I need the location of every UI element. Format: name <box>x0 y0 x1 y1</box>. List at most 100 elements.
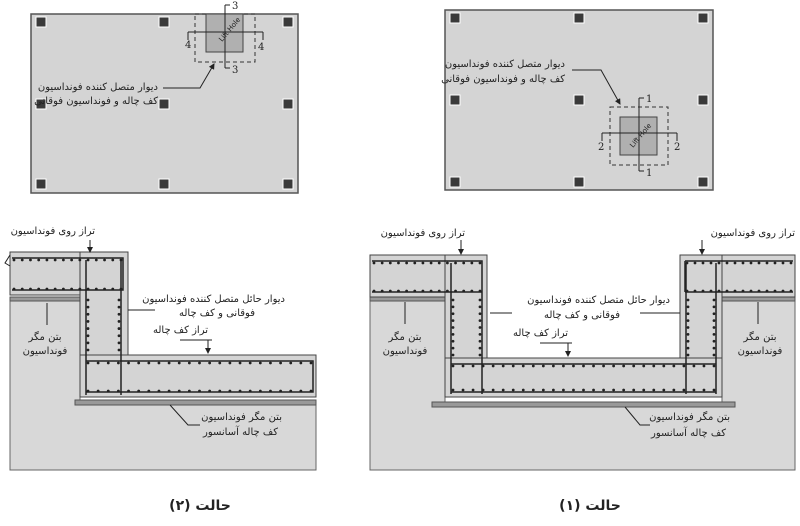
rebar-dot <box>622 388 626 392</box>
rebar-dot <box>157 361 161 365</box>
rebar-dot <box>451 332 455 336</box>
column-icon <box>282 16 294 28</box>
rebar-dot <box>70 287 74 291</box>
pit-lean-label2: کف چاله آسانسور <box>202 425 278 438</box>
lean-left-label1: بتن مگر <box>388 331 422 343</box>
section-case2: تراز روی فونداسیون دیوار حائل متصل کننده… <box>4 226 317 471</box>
rebar-dot <box>451 319 455 323</box>
rebar-dots <box>372 261 793 392</box>
rebar-dot <box>86 320 90 323</box>
rebar-dot <box>117 341 121 345</box>
rebar-dot <box>789 289 793 293</box>
rebar-dot <box>478 339 482 343</box>
rebar-dot <box>248 361 252 365</box>
rebar-dot <box>478 353 482 357</box>
rebar-dot <box>562 364 565 368</box>
section-label-1-bottom: 1 <box>646 168 652 179</box>
rebar-dot <box>29 287 32 291</box>
wall-label-line2: فوقانی و کف چاله <box>179 308 255 319</box>
rebar-dot <box>137 361 141 365</box>
rebar-dot <box>612 364 616 368</box>
rebar-dot <box>461 388 465 392</box>
rebar-dot <box>757 261 761 265</box>
lean-right-label2: فونداسیون <box>738 346 783 357</box>
caption-case2: حالت (۲) <box>169 498 231 514</box>
rebar-dot <box>551 364 555 368</box>
rebar-dot <box>405 261 409 265</box>
rebar-dot <box>388 289 392 293</box>
rebar-dot <box>372 289 376 293</box>
rebar-dot <box>478 332 482 336</box>
rebar-dot <box>228 361 232 365</box>
rebar-dot <box>481 364 485 368</box>
rebar-dot <box>781 289 785 293</box>
rebar-dot <box>380 289 384 293</box>
rebar-dot <box>662 388 666 392</box>
rebar-dot <box>541 388 545 392</box>
rebar-dot <box>709 261 713 265</box>
column-icon <box>573 12 585 24</box>
rebar-dot <box>289 389 293 393</box>
rebar-dot <box>269 361 272 365</box>
rebar-dot <box>701 289 705 293</box>
rebar-dot <box>682 364 686 368</box>
rebar-dot <box>61 258 65 262</box>
rebar-dot <box>86 258 90 262</box>
rebar-dot <box>198 389 201 393</box>
rebar-dot <box>717 261 721 265</box>
rebar-dot <box>592 364 595 368</box>
rebar-dot <box>481 388 485 392</box>
section-label-3-bottom: 3 <box>232 65 238 76</box>
rebar-dot <box>397 289 400 293</box>
rebar-dot <box>712 339 716 343</box>
rebar-dot <box>117 348 121 352</box>
rebar-dot <box>686 319 690 323</box>
rebar-dot <box>725 261 729 265</box>
callout-wall-line1: دیوار متصل کننده فونداسیون <box>38 82 158 93</box>
rebar-dot <box>789 261 793 265</box>
rebar-dot <box>451 364 455 368</box>
rebar-dot <box>562 388 565 392</box>
rebar-dot <box>61 287 65 291</box>
rebar-dot <box>602 364 605 368</box>
rebar-dot <box>117 361 120 365</box>
rebar-dot <box>682 388 686 392</box>
rebar-dot <box>478 312 482 316</box>
lean-right-label1: بتن مگر <box>743 331 777 343</box>
rebar-dot <box>582 364 585 368</box>
rebar-dot <box>96 389 100 393</box>
rebar-dot <box>712 319 716 323</box>
rebar-dot <box>478 326 482 329</box>
rebar-dot <box>208 389 212 393</box>
rebar-dot <box>445 289 449 293</box>
rebar-dot <box>86 298 90 302</box>
rebar-dot <box>471 364 475 368</box>
pit-lean-label1: بتن مگر فونداسیون <box>649 411 730 423</box>
columns <box>35 16 294 190</box>
column-icon <box>697 94 709 106</box>
rebar-dot <box>702 388 706 392</box>
plan-case1: Lift Hole 1 1 2 2 دیوار متصل کننده فوندا… <box>441 9 714 191</box>
rebar-dot <box>238 389 242 393</box>
rebar-dot <box>37 287 41 291</box>
rebar-dot <box>685 289 689 293</box>
rebar-dot <box>451 326 455 329</box>
caption-case1: حالت (۱) <box>559 498 621 514</box>
rebar-dot <box>701 261 705 265</box>
wall-label-line1: دیوار حائل متصل کننده فونداسیون <box>142 294 285 305</box>
rebar-dot <box>511 388 515 392</box>
rebar-dot <box>725 289 729 293</box>
rebar-dot <box>86 312 90 316</box>
column-icon <box>158 178 170 190</box>
rebar-dot <box>167 389 171 393</box>
top-level-label-right: تراز روی فونداسیون <box>711 228 796 239</box>
pit-level-label: تراز کف چاله <box>153 325 208 336</box>
plan-case2: Lift Hole 3 3 4 4 دیوار متصل کننده فوندا… <box>30 1 299 194</box>
rebar-dot <box>693 289 697 293</box>
rebar-dot <box>445 261 449 265</box>
rebar-dot <box>765 261 769 265</box>
rebar-dot <box>491 364 495 368</box>
section-label-1-top: 1 <box>646 94 652 105</box>
rebar-dot <box>269 389 272 393</box>
column-icon <box>449 94 461 106</box>
